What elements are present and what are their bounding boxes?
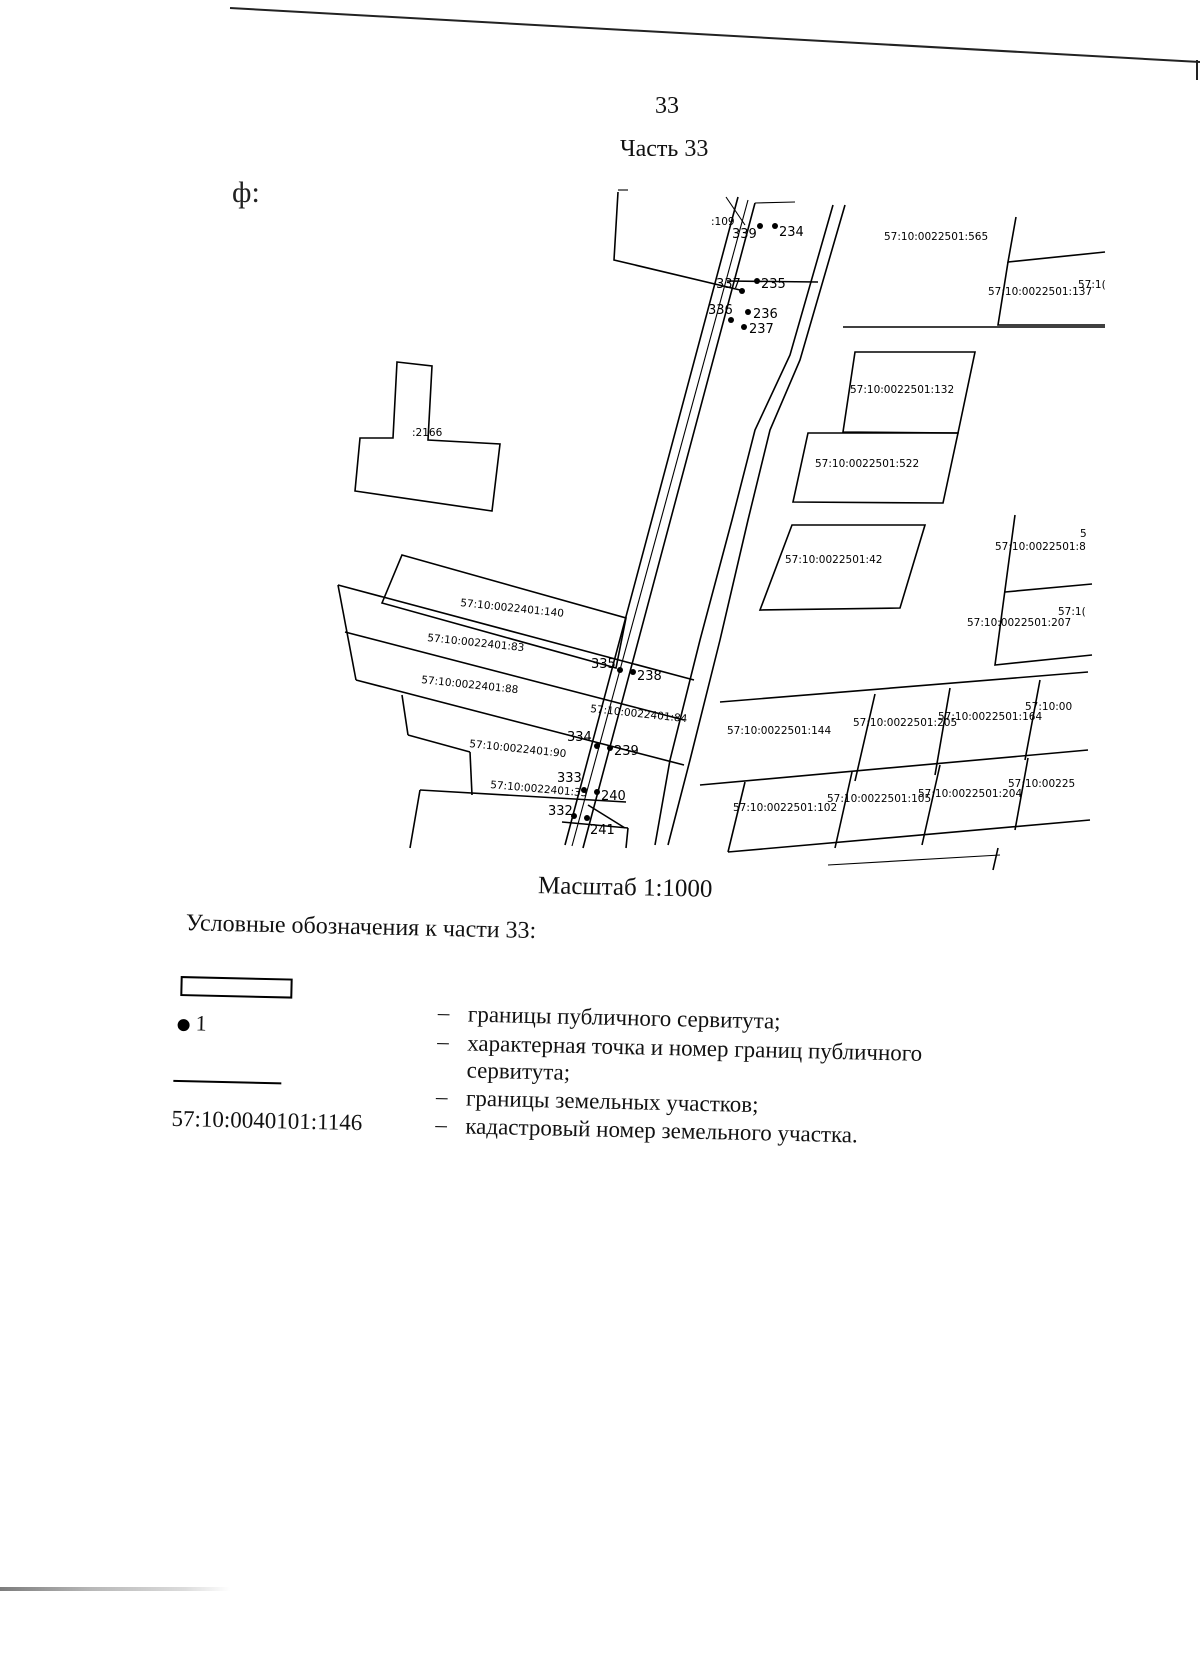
point-336: 336 (708, 303, 733, 318)
point-symbol: 1 (177, 1010, 207, 1037)
point-238: 238 (637, 669, 662, 684)
servitude-corridor (564, 189, 756, 849)
point-237: 237 (749, 322, 774, 337)
point-337: 337 (716, 277, 741, 292)
point-237-marker (741, 324, 747, 330)
point-236-marker (745, 309, 751, 315)
parcels-right-lower (727, 757, 1091, 871)
cadastral-number-example: 57:10:0040101:1146 (171, 1105, 363, 1136)
point-241: 241 (590, 823, 615, 838)
parcel-boundary-symbol (173, 1079, 282, 1085)
point-labels: 339 234 337 235 336 236 237 335 238 334 … (548, 225, 804, 838)
parcels-left (337, 554, 695, 849)
parcel-109-boundary (613, 191, 819, 291)
point-339: 339 (732, 227, 757, 242)
part-title: Часть 33 (620, 136, 709, 162)
parcel-label-8: 57:10:0022501:8 (995, 541, 1086, 553)
point-238-marker (630, 669, 636, 675)
parcel-2166-boundary (354, 361, 501, 512)
scan-edge (229, 7, 1200, 80)
point-333-marker (581, 787, 587, 793)
point-240: 240 (601, 789, 626, 804)
point-333: 333 (557, 771, 582, 786)
parcel-label-137: 57:10:0022501:137 (988, 286, 1092, 298)
servitude-boundary-symbol (180, 976, 293, 999)
parcel-label-102: 57:10:0022501:102 (733, 802, 837, 814)
legend-dash-3: – (435, 1083, 448, 1110)
parcel-label-565: 57:10:0022501:565 (884, 231, 988, 243)
parcel-label-225: 57:10:00225 (1008, 778, 1075, 790)
point-236: 236 (753, 307, 778, 322)
parcels-right-upper (758, 216, 1106, 611)
point-334: 334 (567, 730, 592, 745)
point-332-marker (571, 813, 577, 819)
parcel-label-522: 57:10:0022501:522 (815, 458, 919, 470)
parcel-label-42: 57:10:0022501:42 (785, 554, 882, 566)
point-334-marker (594, 743, 600, 749)
legend-dash-2: – (437, 1028, 450, 1055)
point-339-marker (757, 223, 763, 229)
parcel-label-8b: 5 (1080, 528, 1087, 540)
parcel-label-207: 57:10:0022501:207 (967, 617, 1071, 629)
cadastral-map: 57:10:0022501:565 57:10:0022501:137 57:1… (337, 189, 1106, 871)
point-symbol-label: 1 (195, 1010, 207, 1036)
page-number: 33 (655, 93, 679, 119)
scan-artifact (0, 1587, 230, 1591)
legend-title: Условные обозначения к части 33: (185, 910, 537, 945)
point-332: 332 (548, 804, 573, 819)
point-234: 234 (779, 225, 804, 240)
point-239: 239 (614, 744, 639, 759)
parcel-label-2166: :2166 (412, 427, 443, 439)
parcel-label-164b: 57:10:00 (1025, 701, 1072, 713)
point-335-marker (617, 667, 623, 673)
parcel-label-132: 57:10:0022501:132 (850, 384, 954, 396)
point-235: 235 (761, 277, 786, 292)
legend-item-4: кадастровый номер земельного участка. (465, 1113, 859, 1148)
point-239-marker (607, 745, 613, 751)
point-337-marker (739, 288, 745, 294)
legend-dash-1: – (437, 999, 450, 1026)
point-234-marker (772, 223, 778, 229)
servitude-points (571, 223, 778, 821)
parcel-label-164: 57:10:0022501:164 (938, 711, 1042, 723)
parcel-label-144: 57:10:0022501:144 (727, 725, 831, 737)
parcel-label-205: 57:10:0022501:205 (853, 717, 957, 729)
legend-item-1: границы публичного сервитута; (467, 1001, 781, 1034)
stray-mark: ф: (232, 176, 260, 209)
point-336-marker (728, 317, 734, 323)
parcel-label-204: 57:10:0022501:204 (918, 788, 1022, 800)
parcel-label-137b: 57:1( (1078, 279, 1106, 291)
parcel-label-105: 57:10:0022501:105 (827, 793, 931, 805)
point-335: 335 (591, 657, 616, 672)
point-235-marker (754, 278, 760, 284)
parcel-label-109: :109 (711, 216, 735, 228)
road-edges (654, 204, 846, 846)
point-bullet-icon (177, 1018, 190, 1032)
parcel-label-207b: 57:1( (1058, 606, 1086, 618)
point-240-marker (594, 789, 600, 795)
point-241-marker (584, 815, 590, 821)
parcels-right-middle (699, 514, 1093, 786)
legend-dash-4: – (435, 1111, 448, 1138)
